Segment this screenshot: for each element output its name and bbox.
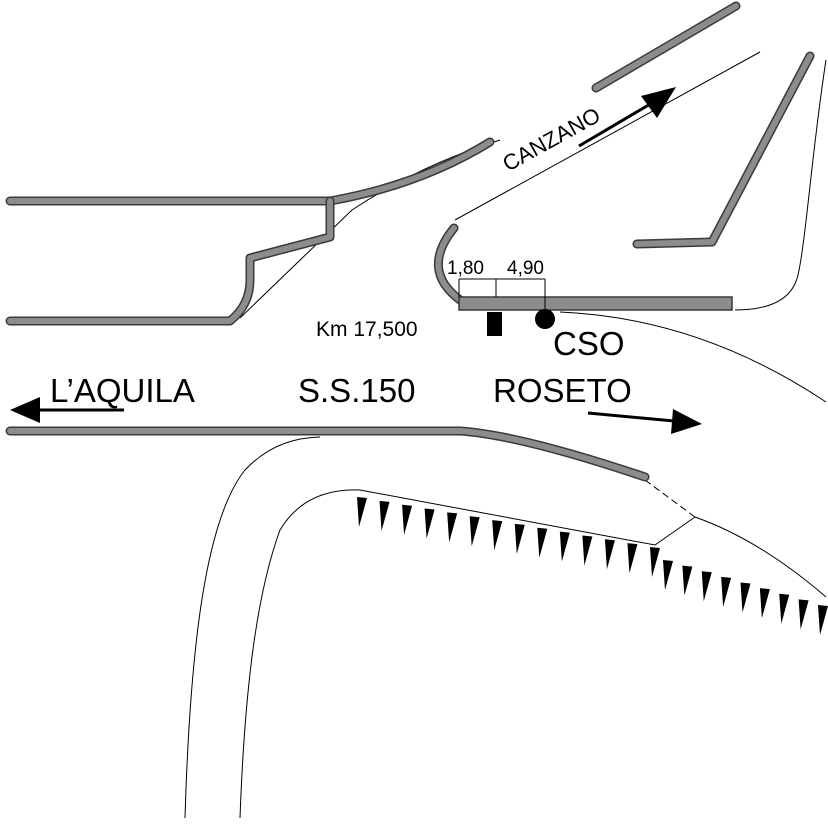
hatch-mark-16	[682, 565, 693, 596]
side-road-right-edge	[239, 489, 827, 819]
hatch-mark-10	[559, 531, 570, 562]
km-label: Km 17,500	[316, 318, 418, 341]
hatch-mark-7	[492, 520, 503, 551]
canzano-road-edge	[454, 51, 761, 221]
east-road-edge	[559, 311, 827, 403]
hatch-mark-13	[627, 543, 638, 574]
right-edge-curve	[734, 59, 827, 311]
dimension-label-a: 1,80	[447, 258, 484, 279]
cso-label: CSO	[553, 325, 625, 362]
hatch-mark-20	[759, 588, 770, 619]
hatch-mark-17	[701, 571, 712, 602]
dimension-label-b: 4,90	[507, 258, 544, 279]
hatch-mark-12	[604, 539, 615, 570]
hatch-mark-5	[447, 512, 458, 543]
cso-marker-dot	[535, 309, 555, 329]
hatch-mark-23	[818, 605, 828, 635]
aquila-arrow-icon	[10, 397, 124, 423]
km-marker-square	[487, 312, 502, 336]
hatch-mark-9	[537, 527, 548, 558]
side-road-left-edge	[184, 436, 321, 819]
canzano-upper-curb	[591, 1, 741, 93]
hatch-mark-18	[721, 576, 732, 607]
main-road-curb	[5, 426, 650, 482]
hatch-mark-2	[379, 500, 390, 531]
upper-left-curb	[5, 137, 495, 206]
canzano-arrow-icon	[578, 87, 676, 148]
roseto-label: ROSETO	[493, 372, 632, 409]
island-curb	[434, 223, 465, 305]
hatch-mark-11	[582, 535, 593, 566]
aquila-label: L’AQUILA	[50, 372, 195, 409]
hatch-mark-14	[650, 547, 660, 577]
curbs	[5, 1, 815, 482]
hatch-mark-21	[779, 593, 790, 624]
island-kerb-bar	[458, 296, 733, 311]
right-triangle-curb	[632, 51, 815, 249]
roseto-arrow-icon	[587, 409, 702, 434]
hatch-mark-15	[663, 560, 673, 590]
hatch-mark-6	[469, 516, 480, 547]
lower-left-curb	[5, 196, 335, 326]
dashed-connector	[644, 479, 696, 518]
dimension-lines	[458, 278, 546, 312]
hatch-mark-3	[402, 504, 413, 535]
hatch-mark-4	[424, 508, 435, 539]
canzano-ramp-lower-edge	[239, 139, 501, 319]
road-number-label: S.S.150	[298, 372, 415, 409]
hatch-mark-8	[514, 523, 525, 554]
hatch-mark-19	[740, 582, 751, 613]
embankment-hatching	[357, 497, 828, 635]
hatch-mark-22	[798, 599, 809, 630]
hatch-mark-1	[357, 497, 367, 527]
